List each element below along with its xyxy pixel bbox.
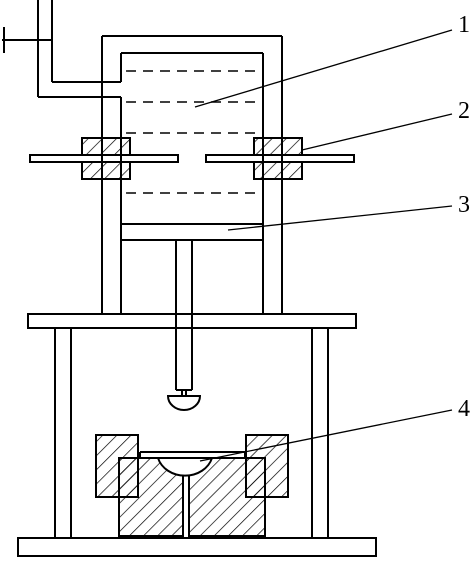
punch bbox=[166, 240, 202, 411]
leader-lines bbox=[194, 29, 453, 462]
right-bolt bbox=[253, 137, 303, 180]
piston bbox=[120, 223, 264, 241]
leader-line-2 bbox=[301, 113, 453, 151]
callout-2: 2 bbox=[458, 98, 470, 124]
callout-1: 1 bbox=[458, 12, 470, 38]
leader-line-1 bbox=[194, 29, 453, 108]
inlet-pipe bbox=[37, 0, 121, 98]
clamp-plate bbox=[29, 154, 355, 163]
callout-3: 3 bbox=[458, 192, 470, 218]
callout-4: 4 bbox=[458, 396, 470, 422]
leader-line-3 bbox=[227, 205, 453, 231]
base-plate bbox=[17, 537, 377, 557]
leader-line-4 bbox=[199, 409, 453, 462]
die bbox=[118, 451, 266, 537]
left-bolt bbox=[81, 137, 131, 180]
valve-handle bbox=[2, 27, 52, 53]
fluid-chamber bbox=[126, 70, 258, 194]
